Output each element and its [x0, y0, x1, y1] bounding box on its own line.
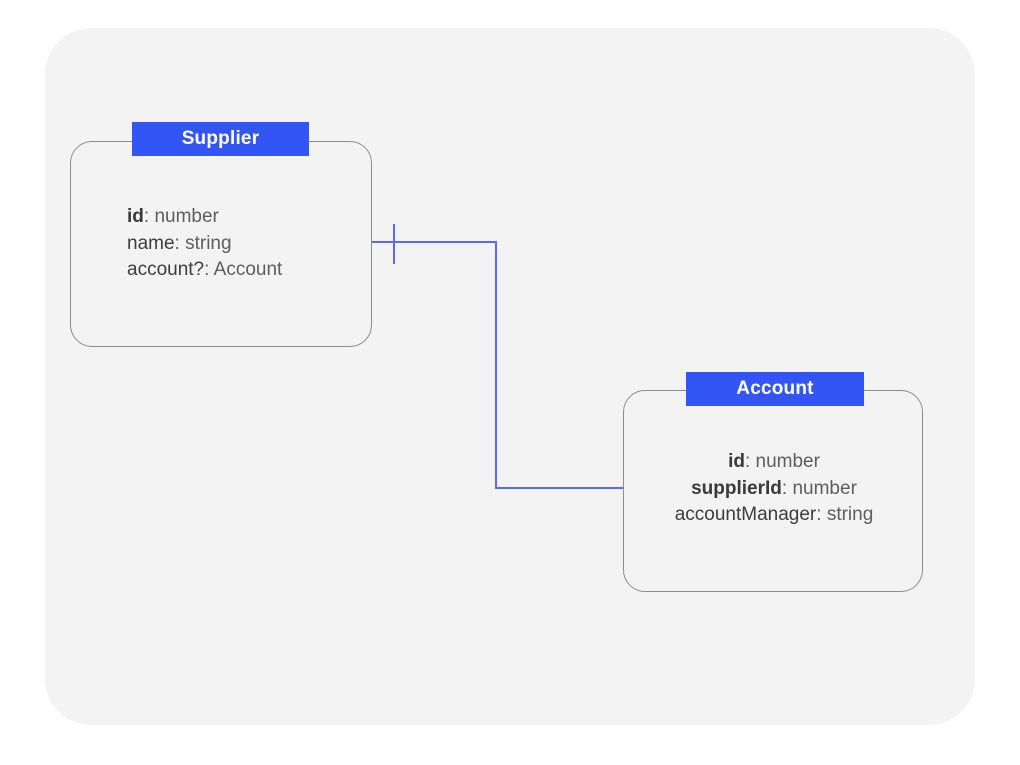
field-row: accountManager: string	[624, 502, 924, 529]
field-key: account?	[127, 259, 205, 280]
entity-supplier[interactable]: Supplier id: number name: string account…	[70, 122, 372, 347]
entity-supplier-fields: id: number name: string account?: Accoun…	[127, 204, 282, 284]
field-key: supplierId	[691, 477, 782, 499]
field-row: id: number	[624, 449, 924, 476]
field-type: string	[185, 232, 232, 254]
field-row: supplierId: number	[624, 476, 924, 503]
field-sep: :	[174, 232, 186, 254]
field-key: id	[728, 451, 745, 472]
field-type: number	[792, 477, 857, 499]
field-type: string	[826, 504, 874, 525]
entity-supplier-title[interactable]: Supplier	[132, 122, 309, 156]
field-type: number	[755, 451, 820, 472]
entity-account[interactable]: Account id: number supplierId: number ac…	[623, 372, 924, 592]
field-sep: :	[781, 477, 793, 499]
field-key: accountManager	[674, 504, 817, 525]
field-sep: :	[744, 451, 756, 472]
entity-account-fields: id: number supplierId: number accountMan…	[624, 449, 924, 529]
field-key: id	[127, 206, 144, 227]
relationship-line-supplier-account[interactable]	[372, 241, 624, 489]
field-row: name: string	[127, 231, 282, 258]
field-sep: :	[143, 206, 155, 227]
field-row: account?: Account	[127, 257, 282, 284]
field-sep: :	[204, 259, 214, 280]
field-sep: :	[816, 504, 827, 525]
field-type: number	[154, 206, 219, 227]
field-type: Account	[213, 259, 283, 280]
entity-account-title[interactable]: Account	[686, 372, 864, 406]
field-key: name	[127, 232, 175, 254]
field-row: id: number	[127, 204, 282, 231]
